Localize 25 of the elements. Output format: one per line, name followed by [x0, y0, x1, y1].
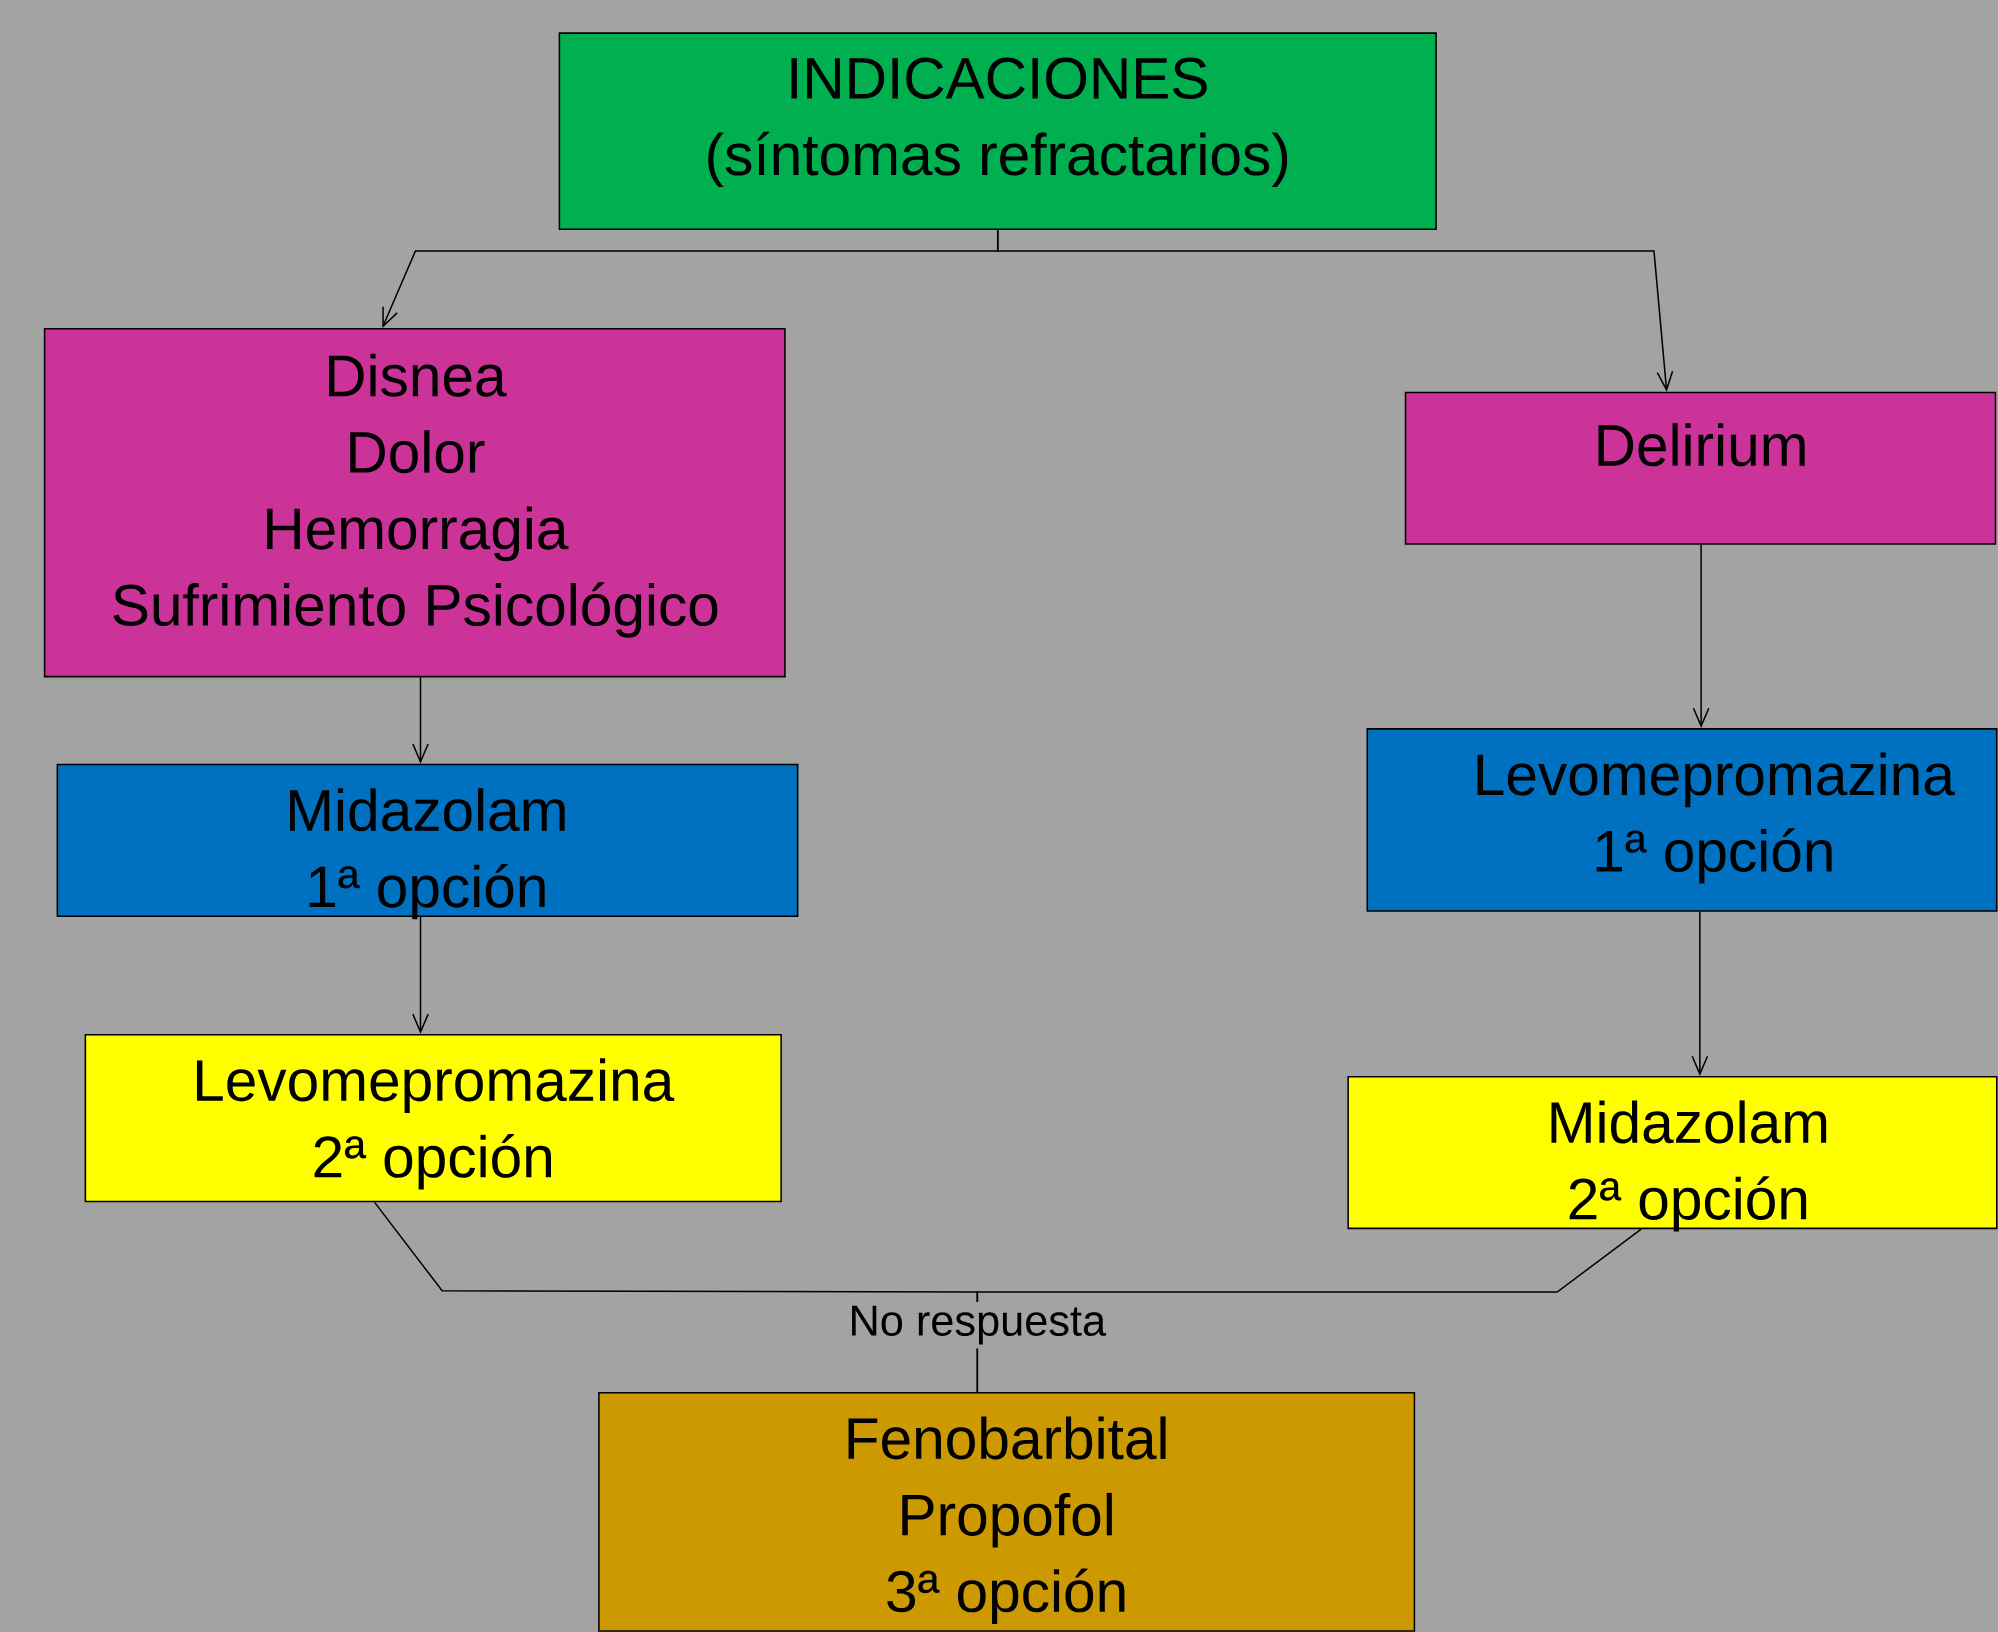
node-label: Disnea: [329, 353, 507, 397]
node-label: Hemorragia: [267, 506, 569, 562]
node-label: Sufrimiento Psicológico: [113, 582, 718, 638]
box-text: Levomepromazina 1ª opción: [1477, 752, 1955, 884]
box-text: Midazolam 1ª opción: [290, 788, 565, 920]
connector: [412, 676, 429, 764]
connector: [1691, 910, 1709, 1076]
box-text: Delirium: [1598, 423, 1805, 467]
box: [43, 327, 786, 678]
box-text: Disnea Dolor Hemorragia Sufrimiento Psicológico: [113, 353, 718, 638]
node-label: Dolor: [350, 430, 485, 474]
box: [558, 32, 1437, 230]
box: [84, 1033, 782, 1203]
edge-label: No respuesta: [844, 1301, 1110, 1349]
connector: [996, 229, 1674, 392]
connector: [1692, 543, 1710, 728]
box: [1366, 727, 1998, 912]
box-text: Levomepromazina 2ª opción: [196, 1058, 675, 1190]
box-text: Fenobarbital Propofol 3ª opción: [848, 1416, 1166, 1624]
box: [1404, 391, 1997, 545]
box: [598, 1391, 1416, 1632]
connector: [976, 1228, 1642, 1393]
connector: [412, 916, 429, 1034]
box-text: INDICACIONES (síntomas refractarios): [708, 57, 1288, 187]
box-text: Midazolam 2ª opción: [1551, 1100, 1827, 1232]
